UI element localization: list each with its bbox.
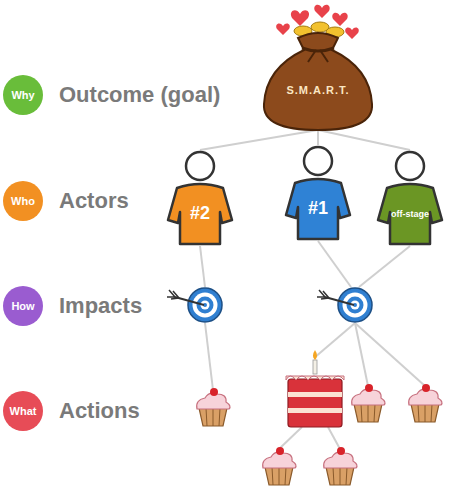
actor-label: #2 (165, 203, 235, 224)
step-circle: HowImpacts (3, 286, 43, 326)
step-circle: WhoActors (3, 181, 43, 221)
level-label: Actors (59, 188, 129, 214)
actor-shape (165, 150, 235, 246)
actor-shape (283, 145, 353, 241)
bag-shape (258, 24, 378, 132)
target (317, 288, 372, 322)
step-word: How (11, 300, 34, 312)
actor-label: #1 (283, 198, 353, 219)
cupcake (263, 447, 296, 485)
tree-connector (200, 130, 318, 150)
tree-lines (200, 241, 425, 449)
actor-figure: #1 (283, 145, 353, 241)
actor-shape (375, 150, 445, 246)
step-word: Why (11, 89, 34, 101)
actor-label: off-stage (375, 209, 445, 219)
level-label: Impacts (59, 293, 142, 319)
step-circle: WhatActions (3, 391, 43, 431)
step-word: Who (11, 195, 35, 207)
cupcake (324, 447, 357, 485)
level-label: Actions (59, 398, 140, 424)
cake (286, 350, 344, 427)
goal-bag: S.M.A.R.T. (258, 24, 378, 132)
step-circle: WhyOutcome (goal) (3, 75, 43, 115)
cupcake (352, 384, 385, 422)
cupcake (409, 384, 442, 422)
tree-connector (317, 130, 319, 145)
goal-text: S.M.A.R.T. (258, 84, 378, 96)
step-word: What (10, 405, 37, 417)
actor-figure: #2 (165, 150, 235, 246)
level-label: Outcome (goal) (59, 82, 220, 108)
actor-figure: off-stage (375, 150, 445, 246)
target (167, 288, 222, 322)
cupcake (197, 388, 230, 426)
tree-connector (318, 130, 410, 150)
